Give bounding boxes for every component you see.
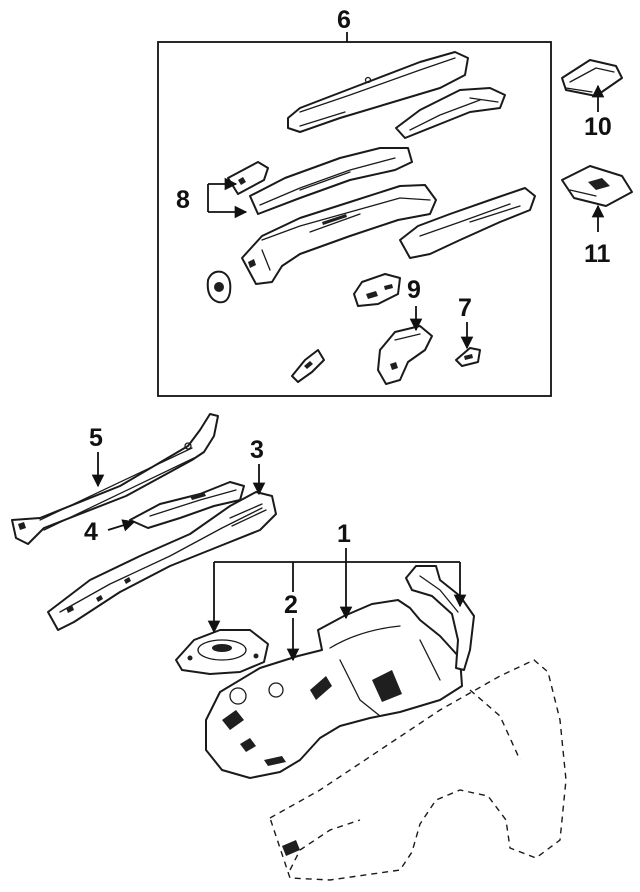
callout-10: 10 [584,113,612,141]
callout-3: 3 [250,436,264,464]
part-5-brace [11,413,219,545]
strut-mount [175,629,269,675]
part-4-rail [129,481,245,529]
inner-apron [205,599,463,779]
group-6-frame [157,32,552,397]
callout-1: 1 [337,520,351,548]
wheelhouse-extension [405,565,475,671]
part-3-lower-rail [47,491,277,631]
bracket-small-center [353,273,401,307]
callout-8: 8 [176,186,190,214]
callout-6: 6 [337,6,351,34]
callout-9: 9 [407,276,421,304]
part-10 [561,59,623,97]
callout-labels: 6 10 11 8 9 7 5 3 4 1 2 [84,6,612,619]
small-bracket-8 [227,161,269,195]
mid-rail-lower [241,184,437,285]
upper-rail-short [395,87,506,139]
callout-2: 2 [284,591,298,619]
grommet [206,270,232,304]
rear-rail-extension [399,187,536,259]
part-11 [561,165,633,207]
callout-7: 7 [458,294,472,322]
mid-rail-upper [249,147,413,215]
bracket-9 [377,325,433,385]
leaders [91,84,605,662]
bracket-7 [455,347,481,367]
callout-5: 5 [89,424,103,452]
callout-11: 11 [584,240,611,268]
fender-outline [269,659,567,881]
upper-rail-long [287,51,469,133]
callout-4: 4 [84,518,98,546]
clip-small [291,349,325,383]
